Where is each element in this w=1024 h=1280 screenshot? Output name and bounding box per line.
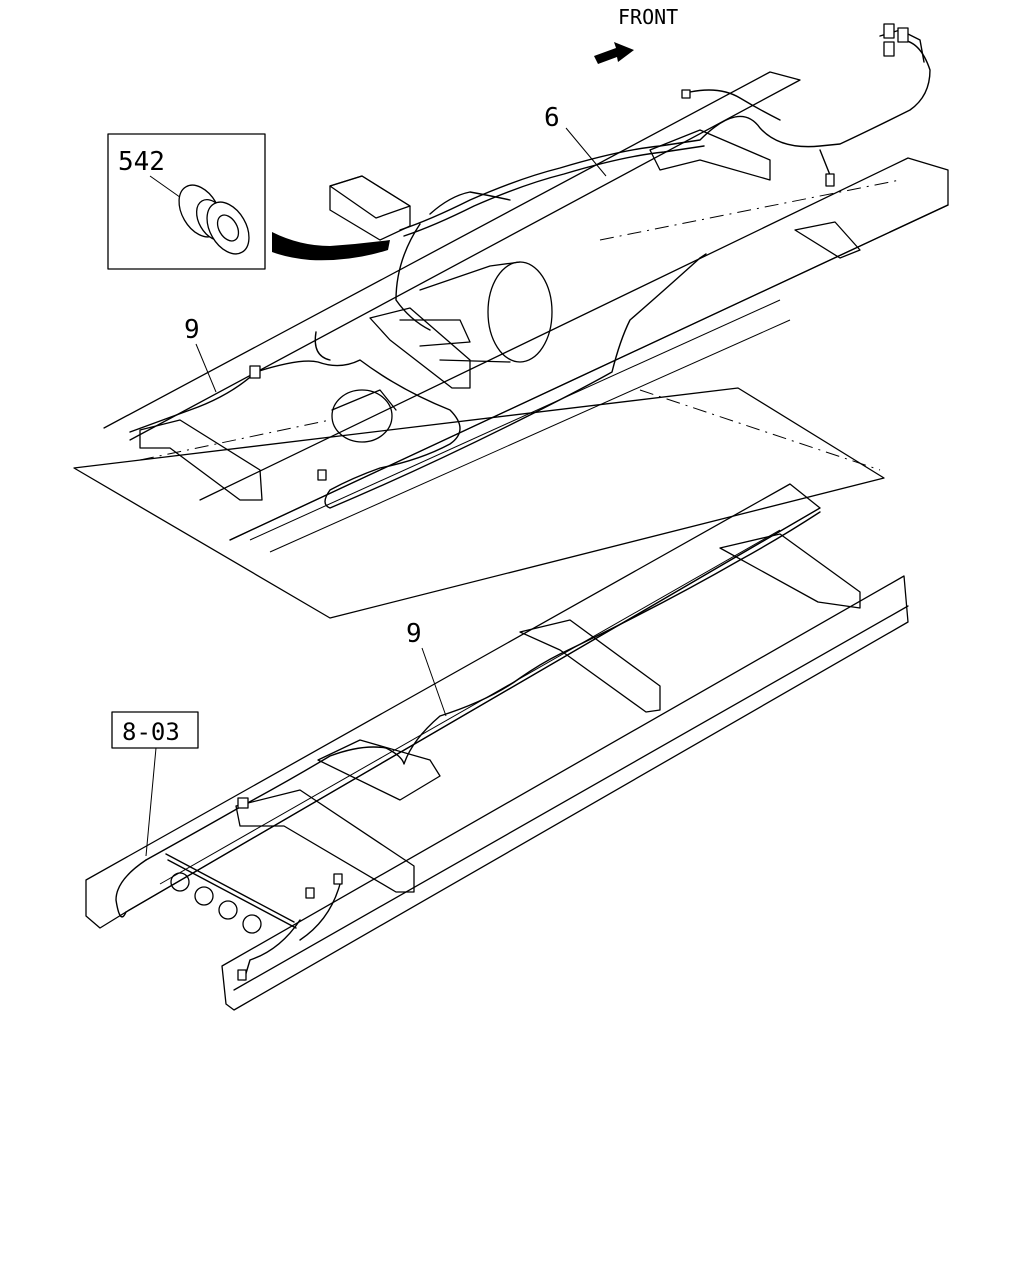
front-indicator: FRONT <box>594 5 678 64</box>
callout-542: 542 <box>118 147 165 177</box>
arrow-right-icon <box>594 42 634 64</box>
callout-9-upper: 9 <box>184 315 200 345</box>
harness-6 <box>399 39 931 231</box>
harness-9-lower <box>145 511 821 861</box>
callout-9-lower: 9 <box>406 619 422 649</box>
callout-6: 6 <box>544 103 560 133</box>
grommet-icon <box>178 184 250 255</box>
callout-8-03: 8-03 <box>122 718 180 746</box>
inset-pointer-arrow <box>272 232 390 261</box>
grommet-inset: 542 <box>107 133 390 270</box>
lower-chassis: 9 8-03 <box>85 483 909 1011</box>
lamp-openings <box>170 872 262 934</box>
section-ref-box: 8-03 <box>111 711 199 857</box>
harness-9-upper <box>129 257 701 509</box>
upper-chassis: 6 9 <box>73 23 949 619</box>
front-label: FRONT <box>618 5 678 29</box>
